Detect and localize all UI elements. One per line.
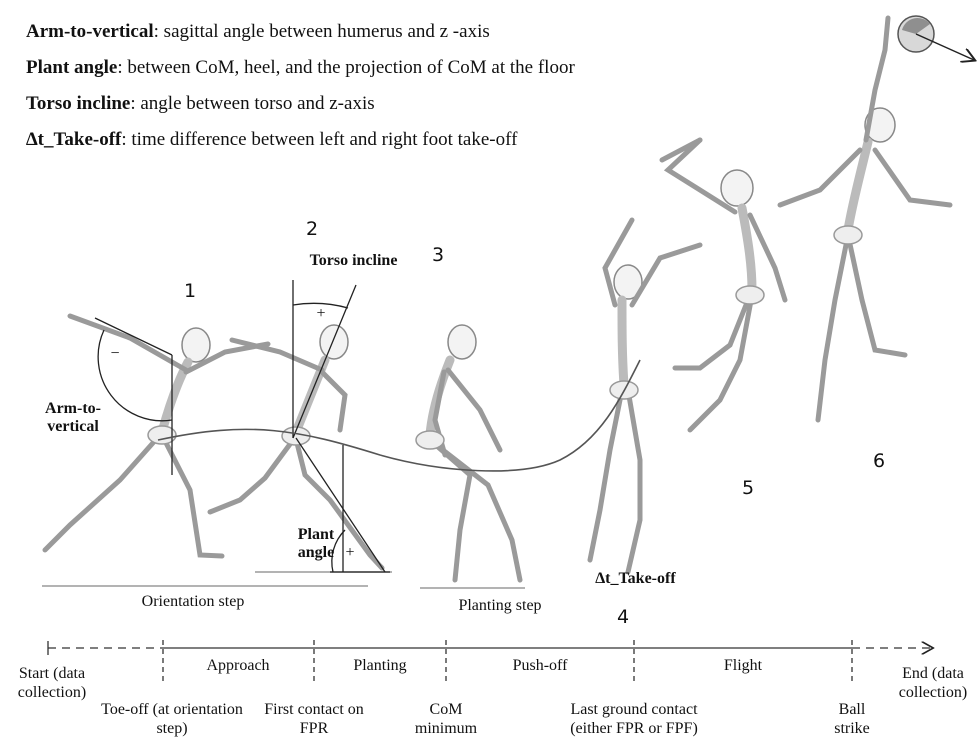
figure-number-4: 4: [617, 606, 629, 628]
skeleton-5: [668, 140, 785, 430]
timeline-end: End (data collection): [890, 664, 976, 702]
phase-planting: Planting: [353, 656, 406, 675]
skeleton-6: [780, 18, 950, 420]
planting-step-label: Planting step: [430, 596, 570, 615]
skeleton-1: [45, 316, 268, 556]
figure-number-5: 5: [742, 477, 754, 499]
timeline: [48, 640, 932, 685]
plant-angle-label: Plant angle: [286, 526, 346, 562]
phase-flight: Flight: [724, 656, 762, 675]
timeline-start: Start (data collection): [12, 664, 92, 702]
skeleton-4: [590, 140, 700, 572]
torso-incline-label: Torso incline: [296, 252, 411, 270]
com-trajectory: [158, 360, 640, 471]
figure-number-3: 3: [432, 244, 444, 266]
phase-approach: Approach: [206, 656, 269, 675]
event-com-minimum: CoM minimum: [406, 700, 486, 738]
minus-sign: −: [108, 344, 122, 363]
plus-sign-torso: +: [314, 304, 328, 323]
event-first-contact: First contact on FPR: [259, 700, 369, 738]
skeleton-3: [416, 325, 520, 580]
arm-to-vertical-label: Arm-to-vertical: [28, 400, 118, 436]
phase-push-off: Push-off: [513, 656, 568, 675]
event-ball-strike: Ball strike: [827, 700, 877, 738]
plus-sign-plant: +: [343, 543, 357, 562]
ball-icon: [898, 16, 974, 60]
orientation-step-label: Orientation step: [108, 592, 278, 611]
event-last-ground-contact: Last ground contact (either FPR or FPF): [549, 700, 719, 738]
event-toe-off: Toe-off (at orientation step): [87, 700, 257, 738]
figure-number-2: 2: [306, 218, 318, 240]
figure-number-1: 1: [184, 280, 196, 302]
dt-takeoff-label: ∆t_Take-off: [578, 570, 693, 588]
figure-number-6: 6: [873, 450, 885, 472]
